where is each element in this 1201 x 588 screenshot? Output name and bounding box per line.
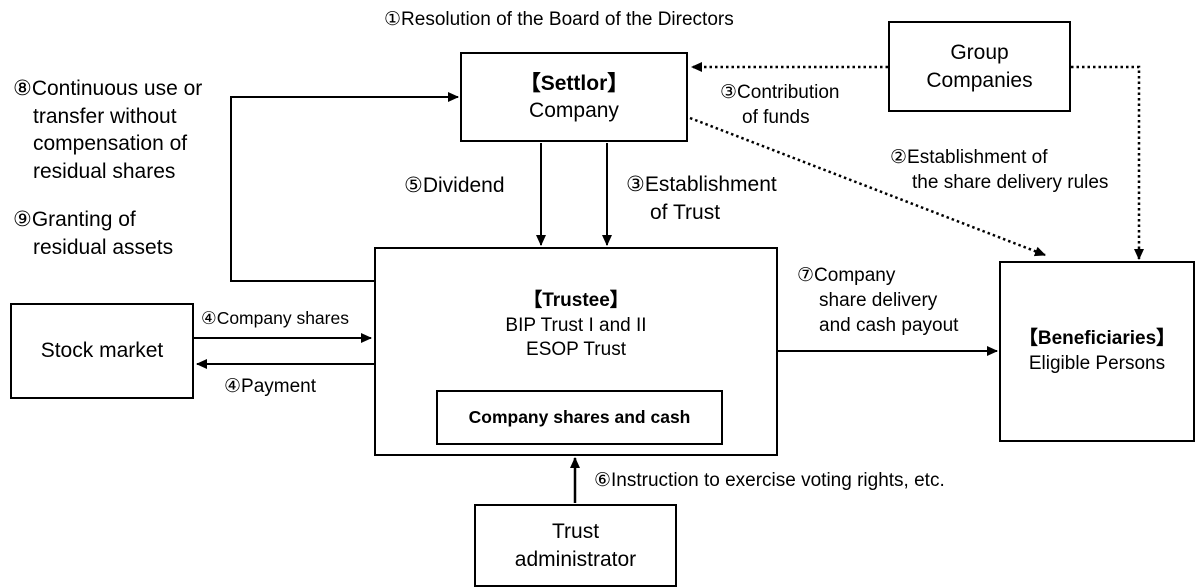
- group-line2: Companies: [926, 68, 1033, 92]
- label-contribution-line1: ③Contribution: [720, 82, 840, 103]
- shares-cash-label: Company shares and cash: [468, 407, 691, 428]
- label-delivery-rules-line1: ②Establishment of: [890, 147, 1048, 168]
- label-establishment-line1: ③Establishment: [626, 173, 777, 196]
- label-granting-line2: residual assets: [33, 235, 174, 259]
- label-continuous-line1: ⑧Continuous use or: [13, 77, 203, 100]
- arrow-group-to-beneficiaries: [1071, 65, 1144, 260]
- trustee-line2: ESOP Trust: [526, 339, 626, 361]
- label-delivery-line2: share delivery: [819, 290, 938, 312]
- label-establishment: ③Establishment of Trust: [626, 171, 777, 226]
- settlor-subtitle: Company: [529, 99, 619, 122]
- arrow-residual-loop: [230, 92, 459, 282]
- trustee-title: 【Trustee】: [523, 290, 629, 311]
- label-continuous: ⑧Continuous use or transfer without comp…: [13, 75, 202, 186]
- label-resolution: ①Resolution of the Board of the Director…: [384, 9, 734, 30]
- trust-administrator-box: Trust administrator: [474, 504, 677, 587]
- label-continuous-line4: residual shares: [33, 160, 176, 184]
- label-establishment-line2: of Trust: [650, 200, 721, 224]
- admin-line1: Trust: [551, 520, 600, 544]
- label-delivery-rules: ②Establishment of the share delivery rul…: [890, 145, 1108, 195]
- beneficiaries-box: 【Beneficiaries】 Eligible Persons: [999, 261, 1195, 442]
- settlor-box: 【Settlor】 Company: [460, 52, 688, 142]
- trustee-line1: BIP Trust I and II: [505, 314, 647, 336]
- stock-market-label: Stock market: [40, 339, 164, 363]
- label-contribution: ③Contribution of funds: [720, 80, 839, 130]
- label-payment: ④Payment: [224, 376, 317, 397]
- stock-market-box: Stock market: [10, 303, 194, 399]
- label-granting-line1: ⑨Granting of: [13, 208, 136, 231]
- label-instruction: ⑥Instruction to exercise voting rights, …: [594, 470, 945, 491]
- admin-line2: administrator: [514, 547, 637, 571]
- settlor-title: 【Settlor】: [519, 71, 629, 95]
- label-company-shares: ④Company shares: [201, 308, 349, 328]
- label-dividend: ⑤Dividend: [404, 174, 505, 197]
- shares-cash-box: Company shares and cash: [436, 390, 723, 445]
- label-contribution-line2: of funds: [742, 107, 810, 129]
- label-granting: ⑨Granting of residual assets: [13, 206, 173, 261]
- label-delivery-line3: and cash payout: [819, 315, 959, 337]
- label-continuous-line2: transfer without: [33, 104, 177, 128]
- label-continuous-line3: compensation of: [33, 132, 188, 156]
- beneficiaries-title: 【Beneficiaries】: [1018, 327, 1176, 349]
- label-delivery-line1: ⑦Company: [797, 265, 896, 286]
- group-companies-box: Group Companies: [888, 21, 1071, 112]
- label-delivery-rules-line2: the share delivery rules: [912, 172, 1109, 194]
- beneficiaries-subtitle: Eligible Persons: [1028, 352, 1166, 374]
- label-delivery: ⑦Company share delivery and cash payout: [797, 263, 958, 338]
- group-line1: Group: [950, 41, 1009, 65]
